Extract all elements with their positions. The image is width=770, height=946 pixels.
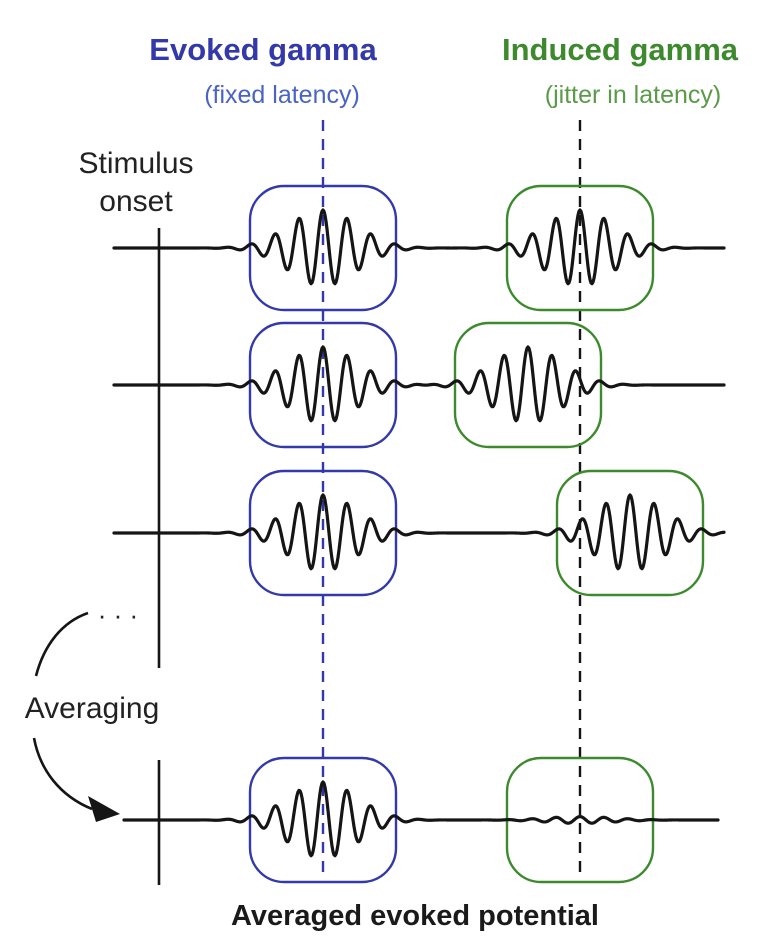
ellipsis-dots: · · · [98, 600, 138, 630]
stimulus-onset-label-line2: onset [99, 185, 173, 218]
induced-gamma-title: Induced gamma [502, 32, 739, 67]
evoked-gamma-title: Evoked gamma [149, 32, 377, 67]
trial-1-trace [112, 208, 726, 286]
trial-2-evoked-box [248, 321, 398, 449]
trial-2-induced-box [453, 321, 603, 449]
averaged-evoked-box [248, 756, 398, 884]
trial-3-trace [112, 493, 726, 571]
averaging-arrow-head [88, 796, 120, 822]
trial-3-evoked-box [248, 469, 398, 597]
trial-3-induced-box [555, 469, 705, 597]
trial-1-induced-box [505, 184, 655, 312]
averaged-trace [122, 780, 720, 858]
trial-1-evoked-box [248, 184, 398, 312]
averaging-arc-bottom [32, 737, 93, 811]
averaging-label: Averaging [25, 692, 160, 725]
induced-gamma-subtitle: (jitter in latency) [545, 81, 721, 109]
averaged-evoked-potential-label: Averaged evoked potential [231, 900, 599, 932]
trial-2-trace [112, 345, 726, 423]
stimulus-onset-label-line1: Stimulus [78, 147, 193, 180]
averaging-arc-top [34, 611, 89, 677]
evoked-gamma-subtitle: (fixed latency) [204, 81, 360, 109]
